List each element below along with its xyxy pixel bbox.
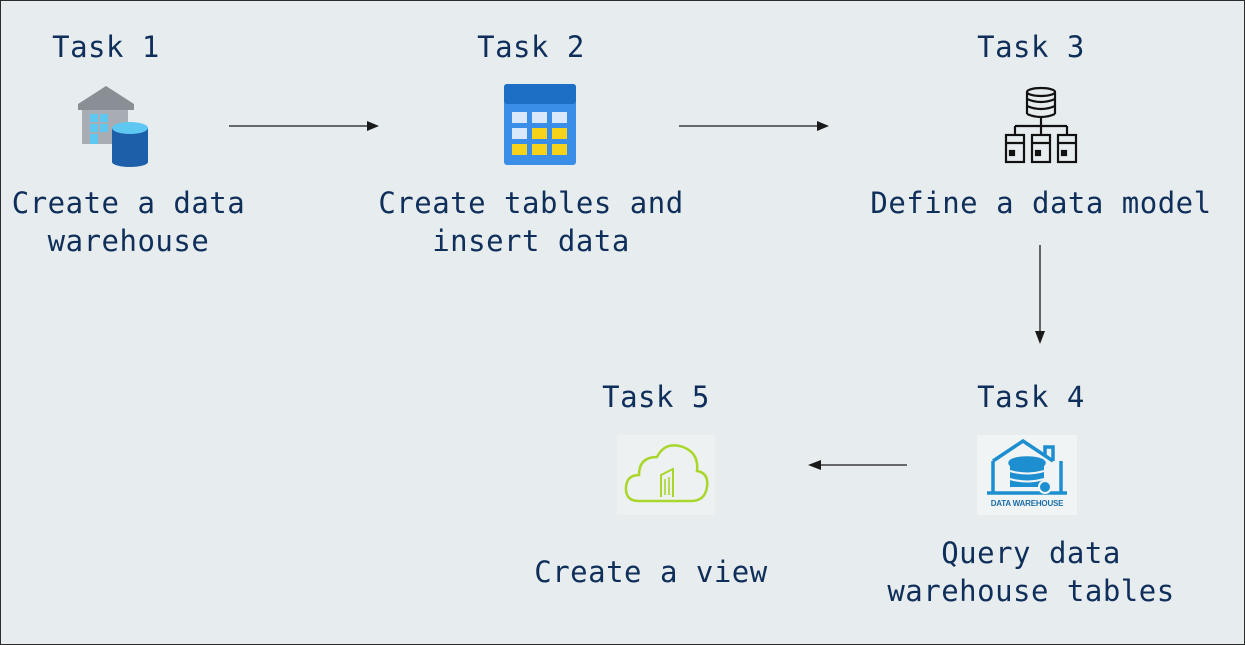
- task-2-title: Task 2: [477, 30, 585, 64]
- arrow-task2-to-task3: [679, 121, 829, 131]
- task-4-title: Task 4: [977, 380, 1085, 414]
- arrow-task3-to-task4: [1035, 245, 1045, 344]
- task-1-title: Task 1: [52, 30, 160, 64]
- task-3-description: Define a data model: [870, 186, 1212, 220]
- task-2-description: Create tables and insert data: [378, 186, 684, 258]
- arrow-task4-to-task5: [808, 460, 907, 470]
- task-4-description: Query data warehouse tables: [887, 536, 1175, 608]
- task-3-title: Task 3: [977, 30, 1085, 64]
- warehouse-database-icon: [76, 84, 152, 168]
- arrow-task1-to-task2: [229, 121, 379, 131]
- data-warehouse-icon-label: DATA WAREHOUSE: [990, 499, 1064, 508]
- data-warehouse-icon: DATA WAREHOUSE: [977, 435, 1077, 515]
- task-1-description: Create a data warehouse: [11, 186, 246, 258]
- table-grid-icon: [504, 84, 576, 165]
- data-model-hierarchy-icon: [1004, 85, 1078, 165]
- power-bi-cloud-icon: [617, 435, 715, 515]
- task-5-description: Create a view: [534, 555, 768, 589]
- task-5-title: Task 5: [602, 380, 710, 414]
